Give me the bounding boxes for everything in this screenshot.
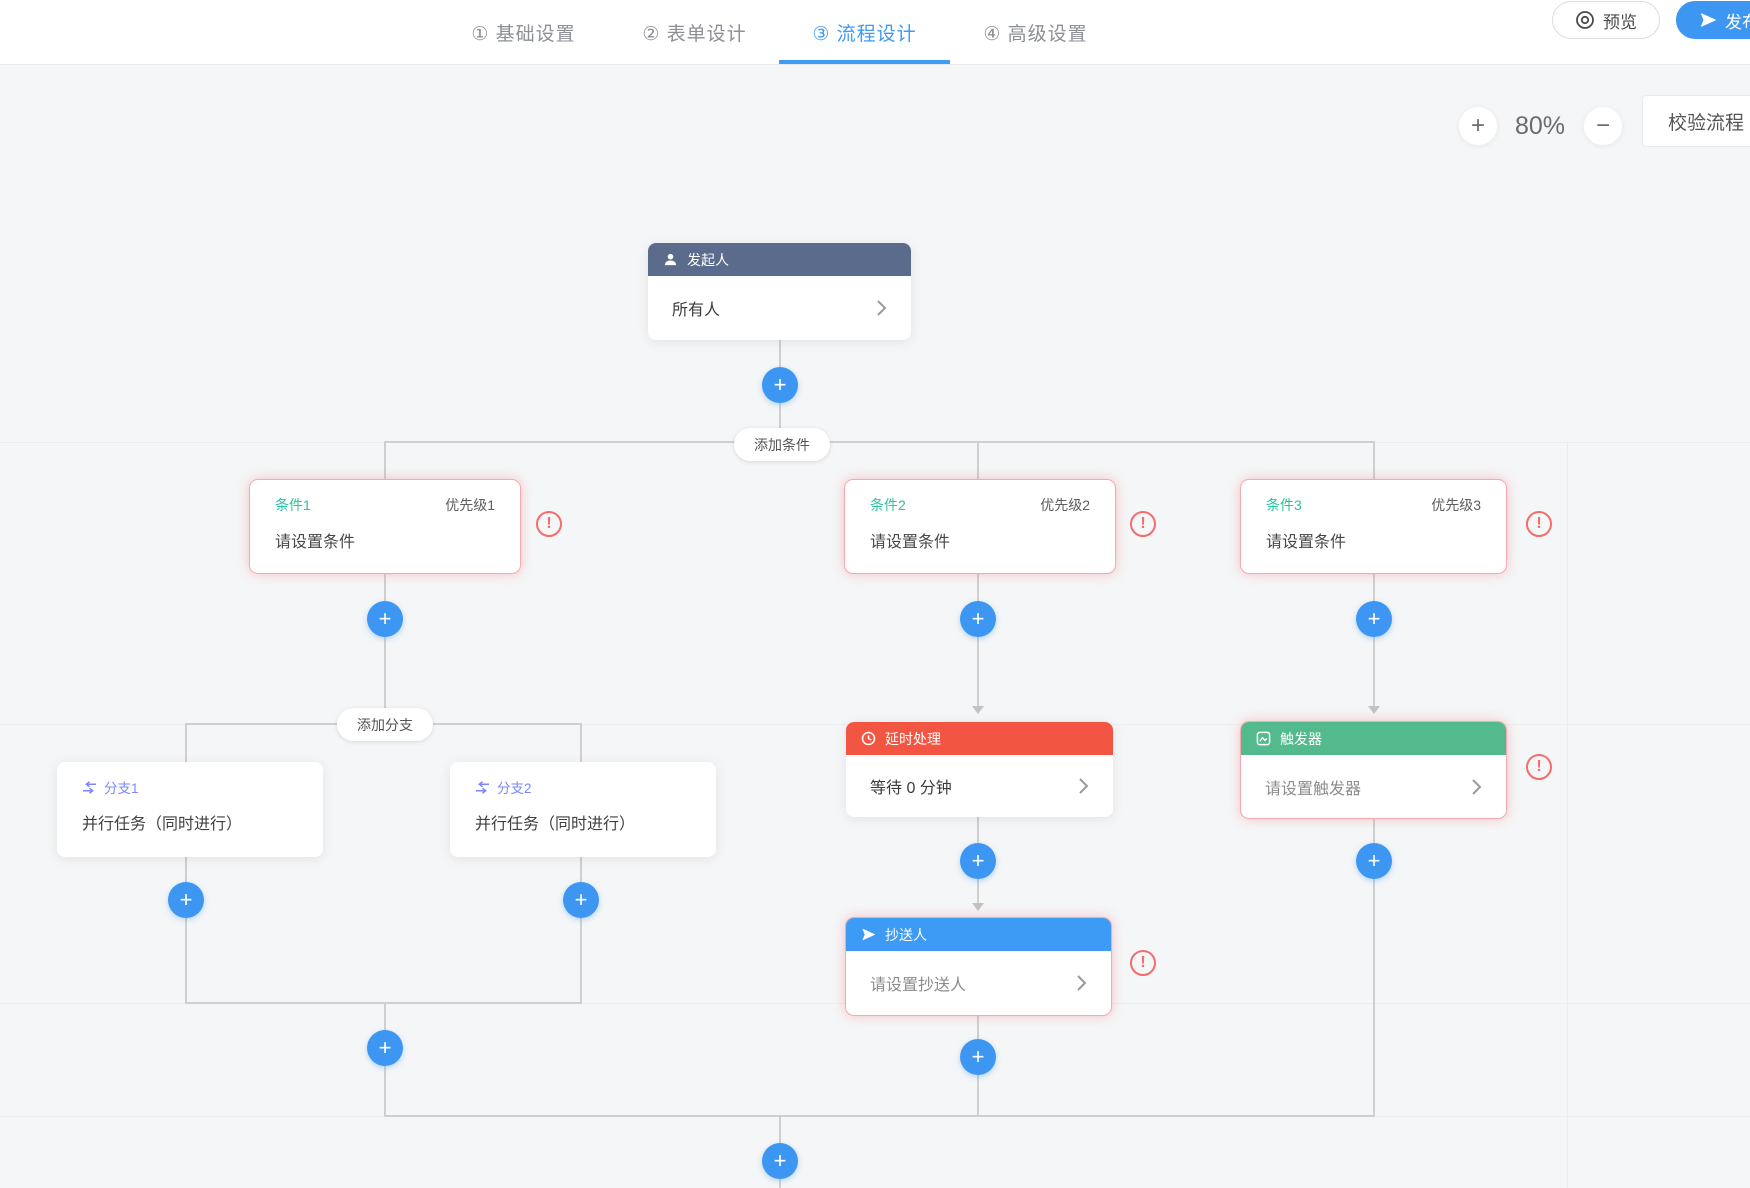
connector-line	[1373, 442, 1375, 480]
add-node-button[interactable]: +	[762, 1143, 798, 1179]
delay-node-title: 延时处理	[885, 730, 941, 747]
branch-2-value: 并行任务（同时进行）	[475, 816, 636, 833]
publish-button[interactable]: 发布	[1676, 1, 1750, 39]
condition-3-name: 条件3	[1266, 497, 1302, 513]
trigger-node-header: 触发器	[1241, 722, 1506, 755]
tab-advanced-settings[interactable]: ④ 高级设置	[983, 23, 1088, 45]
add-node-button[interactable]: +	[367, 601, 403, 637]
chevron-right-icon	[877, 300, 887, 316]
start-node-title: 发起人	[687, 251, 729, 268]
parallel-branch-icon	[83, 780, 96, 794]
cc-node-placeholder: 请设置抄送人	[870, 977, 967, 994]
connector-line	[580, 724, 582, 762]
add-node-button[interactable]: +	[960, 601, 996, 637]
delay-node[interactable]: 延时处理 等待 0 分钟	[846, 722, 1113, 817]
start-node-value: 所有人	[672, 302, 721, 319]
preview-button[interactable]: 预览	[1552, 1, 1660, 39]
cc-node-title: 抄送人	[885, 926, 927, 943]
condition-split-line	[384, 441, 1375, 443]
trigger-node-placeholder: 请设置触发器	[1265, 780, 1362, 798]
warning-icon: !	[1130, 511, 1156, 537]
eye-icon	[1576, 11, 1594, 29]
branch-2-name: 分支2	[497, 781, 532, 796]
branch-1-value: 并行任务（同时进行）	[82, 816, 243, 833]
arrow-down-icon	[1368, 706, 1380, 714]
top-header: ① 基础设置 ② 表单设计 ③ 流程设计 ④ 高级设置 预览 发布	[0, 0, 1750, 65]
paper-plane-icon	[862, 928, 876, 941]
condition-3-priority: 优先级3	[1431, 497, 1481, 513]
condition-2-priority: 优先级2	[1040, 497, 1090, 513]
connector-line	[580, 857, 582, 1003]
arrow-down-icon	[972, 706, 984, 714]
connector-line	[185, 857, 187, 1003]
connector-line	[1373, 818, 1375, 1116]
condition-1-placeholder: 请设置条件	[275, 534, 356, 551]
start-node-header: 发起人	[648, 243, 911, 276]
warning-icon: !	[1130, 950, 1156, 976]
paper-plane-icon	[1700, 13, 1716, 27]
condition-3-placeholder: 请设置条件	[1266, 534, 1347, 551]
divider-line	[1567, 442, 1568, 1188]
trigger-node[interactable]: 触发器 请设置触发器	[1241, 722, 1506, 818]
clock-icon	[861, 731, 876, 746]
cc-node-header: 抄送人	[846, 918, 1111, 951]
connector-line	[1373, 573, 1375, 713]
condition-node-2[interactable]: 条件2 优先级2 请设置条件	[845, 480, 1115, 573]
add-branch-button[interactable]: 添加分支	[337, 708, 433, 741]
tab-process-design[interactable]: ③ 流程设计	[779, 0, 950, 64]
tab-form-design[interactable]: ② 表单设计	[642, 23, 747, 45]
condition-1-name: 条件1	[275, 497, 311, 513]
connector-line	[977, 573, 979, 713]
condition-1-priority: 优先级1	[445, 497, 495, 513]
delay-node-header: 延时处理	[846, 722, 1113, 755]
branch-1-name: 分支1	[104, 781, 139, 796]
branch-merge-line	[185, 1002, 582, 1004]
flow-canvas: + 80% − 校验流程	[0, 65, 1750, 1188]
tab-basic-settings[interactable]: ① 基础设置	[471, 23, 576, 45]
condition-2-placeholder: 请设置条件	[870, 534, 951, 551]
delay-node-value: 等待 0 分钟	[870, 780, 952, 797]
warning-icon: !	[1526, 511, 1552, 537]
connector-line	[977, 442, 979, 480]
trigger-icon	[1256, 731, 1271, 746]
condition-2-name: 条件2	[870, 497, 906, 513]
branch-node-1[interactable]: 分支1 并行任务（同时进行）	[57, 762, 323, 857]
publish-label: 发布	[1725, 12, 1750, 32]
chevron-right-icon	[1079, 778, 1089, 794]
zoom-in-button[interactable]: +	[1458, 106, 1498, 146]
validate-flow-button[interactable]: 校验流程	[1642, 95, 1750, 147]
add-node-button[interactable]: +	[1356, 601, 1392, 637]
add-node-button[interactable]: +	[762, 367, 798, 403]
preview-label: 预览	[1603, 12, 1637, 32]
condition-node-1[interactable]: 条件1 优先级1 请设置条件	[250, 480, 520, 573]
parallel-branch-icon	[476, 780, 489, 794]
connector-line	[384, 442, 386, 480]
start-node[interactable]: 发起人 所有人	[648, 243, 911, 340]
zoom-out-button[interactable]: −	[1583, 106, 1623, 146]
add-node-button[interactable]: +	[563, 882, 599, 918]
cc-node[interactable]: 抄送人 请设置抄送人	[846, 918, 1111, 1015]
chevron-right-icon	[1077, 975, 1087, 991]
branch-node-2[interactable]: 分支2 并行任务（同时进行）	[450, 762, 716, 857]
add-node-button[interactable]: +	[960, 843, 996, 879]
user-icon	[664, 253, 677, 266]
arrow-down-icon	[972, 903, 984, 911]
trigger-node-title: 触发器	[1280, 730, 1322, 747]
condition-node-3[interactable]: 条件3 优先级3 请设置条件	[1241, 480, 1506, 573]
add-node-button[interactable]: +	[367, 1030, 403, 1066]
add-node-button[interactable]: +	[1356, 843, 1392, 879]
condition-merge-line	[384, 1115, 1375, 1117]
warning-icon: !	[536, 511, 562, 537]
chevron-right-icon	[1472, 778, 1482, 795]
connector-line	[185, 724, 187, 762]
validate-flow-label: 校验流程	[1668, 112, 1745, 134]
add-condition-button[interactable]: 添加条件	[734, 428, 830, 461]
connector-line	[384, 573, 386, 724]
warning-icon: !	[1526, 754, 1552, 780]
add-node-button[interactable]: +	[168, 882, 204, 918]
add-node-button[interactable]: +	[960, 1039, 996, 1075]
zoom-level: 80%	[1514, 112, 1566, 140]
